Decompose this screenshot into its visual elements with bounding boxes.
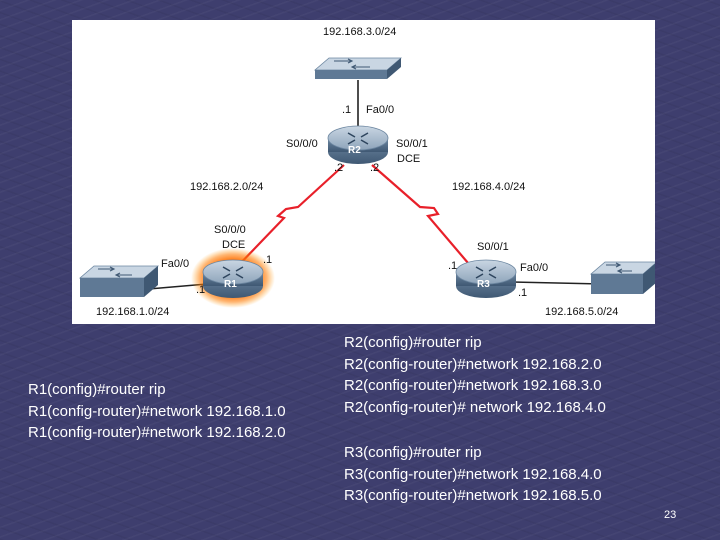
- switch-icon-top: [313, 57, 403, 79]
- router-icon-r3: [455, 259, 517, 298]
- router-icon-r1: [191, 248, 275, 308]
- r2-s000-interface-label: S0/0/0: [286, 138, 318, 150]
- network-label-r1-r2: 192.168.2.0/24: [190, 181, 264, 193]
- r3-serial-interface-label: S0/0/1: [477, 241, 509, 253]
- r3-serial-ip-label: .1: [448, 260, 458, 272]
- r2-command-line: R2(config-router)# network 192.168.4.0: [344, 398, 606, 416]
- r3-command-line: R3(config-router)#network 192.168.5.0: [344, 487, 602, 504]
- r1-command-line: R1(config)#router rip: [28, 381, 166, 398]
- network-label-bottom-left: 192.168.1.0/24: [96, 306, 170, 318]
- r2-fa-interface-label: Fa0/0: [366, 104, 395, 116]
- r3-router-name: R3: [477, 279, 490, 290]
- r2-s001-interface-label: S0/0/1: [396, 138, 428, 150]
- r1-router-name: R1: [224, 279, 237, 290]
- network-topology-diagram: 192.168.3.0/24 192.168.2.0/24 192.168.4.…: [72, 20, 655, 324]
- r2-command-line: R2(config-router)#network 192.168.2.0: [344, 355, 602, 373]
- topology-graphics: [78, 57, 655, 308]
- r2-fa-ip-label: .1: [342, 104, 352, 116]
- r3-rip-commands: R3(config)#router rip R3(config-router)#…: [344, 442, 602, 507]
- network-label-top: 192.168.3.0/24: [323, 26, 397, 38]
- r3-fa-interface-label: Fa0/0: [520, 262, 549, 274]
- r1-rip-commands: R1(config)#router rip R1(config-router)#…: [28, 379, 286, 444]
- serial-link-r1-r2: [233, 164, 345, 271]
- r2-s001-ip-label: .2: [370, 162, 380, 174]
- switch-icon-right: [589, 261, 655, 294]
- slide-page-number: 23: [664, 509, 677, 521]
- r2-dce-label: DCE: [397, 153, 421, 165]
- r1-fa-interface-label: Fa0/0: [161, 258, 190, 270]
- network-label-bottom-right: 192.168.5.0/24: [545, 306, 619, 318]
- r1-command-line: R1(config-router)#network 192.168.2.0: [28, 424, 286, 441]
- r1-dce-label: DCE: [222, 239, 246, 251]
- r3-command-line: R3(config)#router rip: [344, 444, 482, 461]
- r2-s000-ip-label: .2: [334, 162, 344, 174]
- serial-link-r2-r3: [371, 164, 475, 271]
- r2-command-line: R2(config)#router rip: [344, 334, 482, 351]
- r3-command-line: R3(config-router)#network 192.168.4.0: [344, 465, 602, 483]
- network-label-r2-r3: 192.168.4.0/24: [452, 181, 526, 193]
- r1-serial-interface-label: S0/0/0: [214, 224, 246, 236]
- r2-command-line: R2(config-router)#network 192.168.3.0: [344, 377, 602, 394]
- r1-fa-ip-label: .1: [196, 284, 206, 296]
- switch-icon-left: [78, 265, 160, 297]
- r2-router-name: R2: [348, 145, 361, 156]
- r1-command-line: R1(config-router)#network 192.168.1.0: [28, 402, 286, 420]
- ethernet-link-r3-right-switch: [511, 281, 603, 285]
- router-icon-r2: [327, 125, 389, 164]
- r1-serial-ip-label: .1: [263, 254, 273, 266]
- r3-fa-ip-label: .1: [518, 287, 528, 299]
- r2-rip-commands: R2(config)#router rip R2(config-router)#…: [344, 332, 606, 418]
